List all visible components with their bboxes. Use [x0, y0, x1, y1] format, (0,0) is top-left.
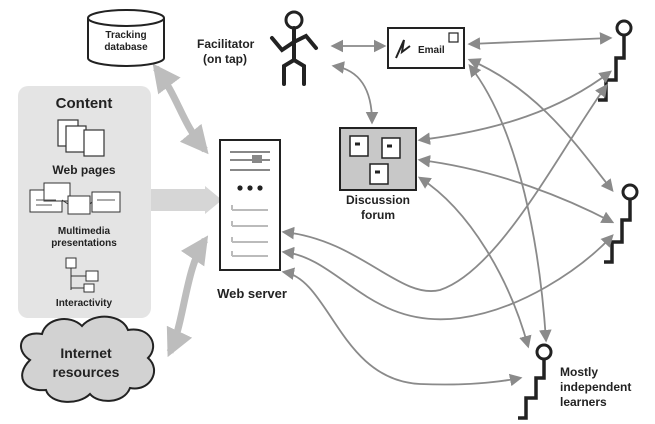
interactivity-label: Interactivity — [56, 298, 113, 309]
multimedia-label-line1: Multimedia — [58, 226, 111, 237]
content-panel: Content Web pages Multimedia presentatio… — [18, 86, 151, 318]
web-pages-label: Web pages — [52, 163, 115, 177]
email-learner-bottom-arrow — [468, 64, 552, 343]
learners-label-line3: learners — [560, 395, 607, 409]
facilitator-label-line2: (on tap) — [203, 52, 247, 66]
tracking-db-line2: database — [104, 42, 148, 53]
forum-learner-bottom-arrow — [417, 176, 532, 349]
internet-label-line1: Internet — [60, 345, 112, 361]
facilitator-forum-arrow — [331, 61, 379, 125]
forum-label-line1: Discussion — [346, 193, 410, 207]
learner-middle-icon — [604, 183, 639, 264]
internet-label-line2: resources — [53, 364, 120, 380]
internet-server-arrow — [166, 235, 209, 358]
server-learner-top-arrow — [281, 83, 608, 293]
server-learner-bottom-arrow — [281, 267, 523, 387]
db-server-arrow — [152, 63, 209, 155]
web-server-label: Web server — [217, 286, 287, 301]
forum-label-line2: forum — [361, 208, 395, 222]
interactivity-icon — [65, 257, 99, 293]
tracking-db-line1: Tracking — [105, 30, 146, 41]
facilitator-figure-icon — [270, 10, 318, 86]
multimedia-label-line2: presentations — [51, 238, 117, 249]
discussion-forum — [339, 127, 417, 191]
server-learner-mid-arrow — [281, 234, 614, 321]
email-lightning-icon — [395, 39, 411, 59]
email-label: Email — [418, 45, 445, 56]
facilitator-label-line1: Facilitator — [197, 37, 255, 51]
email-envelope: Email — [387, 27, 465, 69]
learner-bottom-icon — [518, 343, 553, 420]
web-pages-icon — [57, 119, 105, 157]
multimedia-presentations-icon — [29, 182, 121, 215]
email-learner-mid-arrow — [467, 58, 614, 192]
forum-learner-mid-arrow — [417, 155, 615, 224]
internet-resources-cloud: Internet resources — [19, 315, 155, 403]
learner-top-icon — [598, 19, 633, 102]
web-server — [219, 139, 281, 271]
learners-label-line2: independent — [560, 380, 631, 394]
tracking-database: Tracking database — [87, 9, 165, 67]
content-title: Content — [56, 95, 113, 112]
content-to-server-arrowhead — [205, 186, 222, 214]
connection-arrows — [281, 32, 615, 387]
learners-label-line1: Mostly — [560, 365, 598, 379]
forum-learner-top-arrow — [417, 70, 613, 145]
email-learner-top-arrow — [467, 32, 613, 50]
